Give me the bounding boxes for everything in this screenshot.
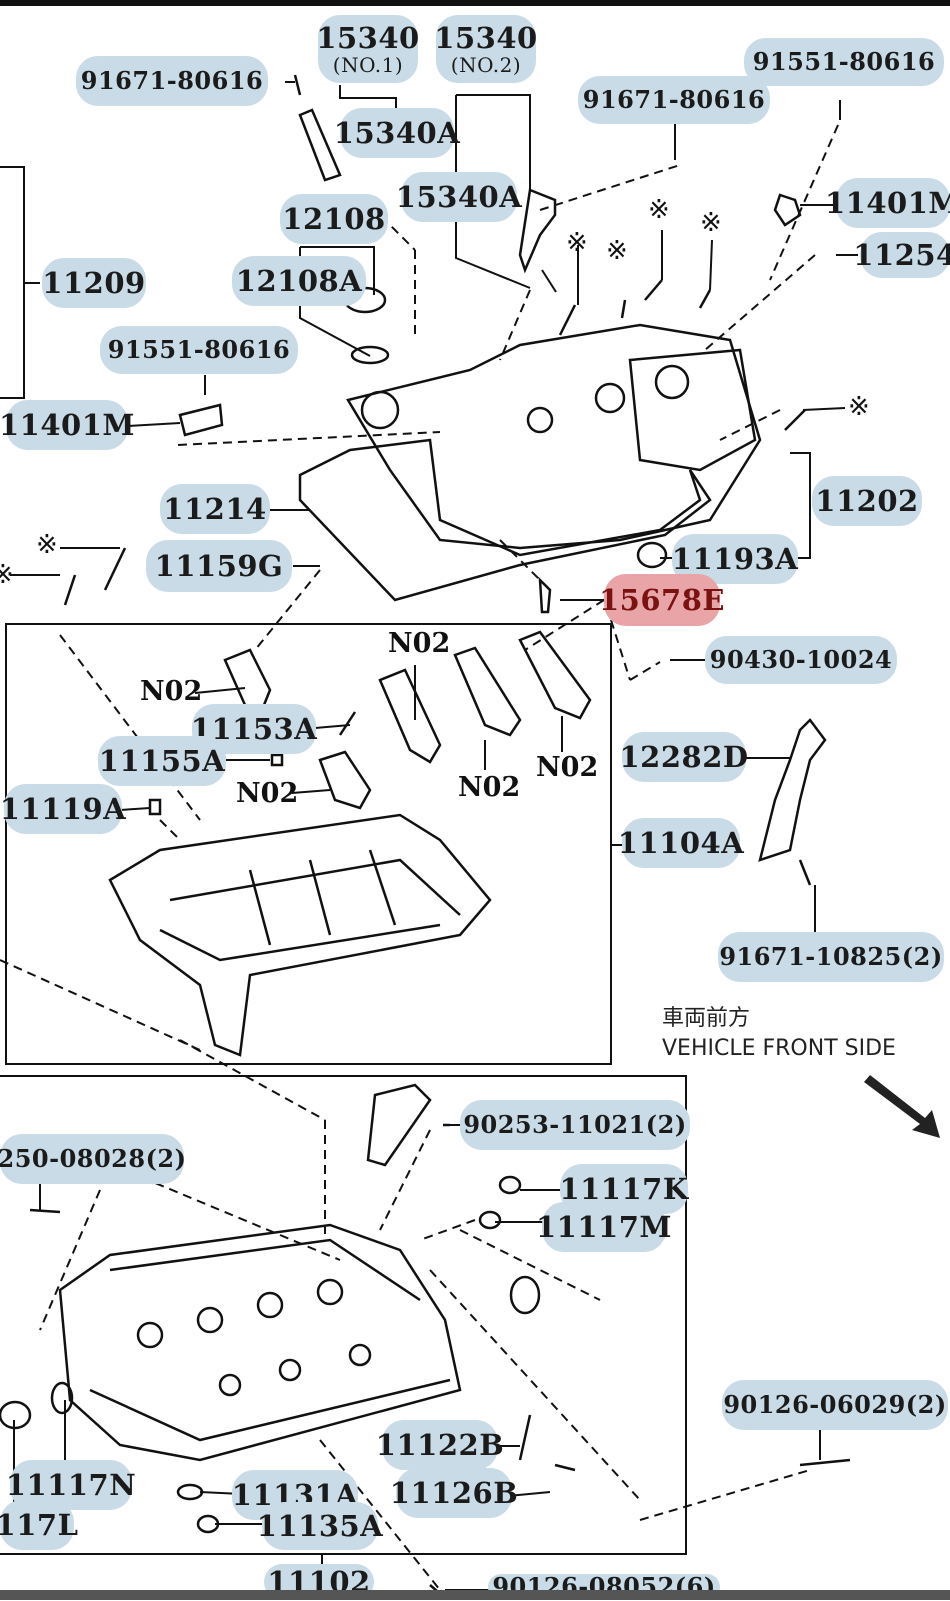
label-12108[interactable]: 12108 — [280, 194, 388, 244]
label-11119a[interactable]: 11119A — [0, 784, 126, 834]
label-90430-10024[interactable]: 90430-10024 — [705, 636, 897, 684]
cam-cap — [223, 648, 272, 712]
label-11202[interactable]: 11202 — [812, 476, 922, 526]
label-250-08028[interactable]: 250-08028(2) — [0, 1134, 186, 1184]
label-11104a[interactable]: 11104A — [618, 818, 744, 868]
top-edge — [0, 0, 950, 6]
label-text: 15340 — [434, 20, 538, 55]
label-subtext: (NO.2) — [450, 52, 522, 77]
label-11155a[interactable]: 11155A — [98, 736, 226, 786]
label-15340a-left[interactable]: 15340A — [334, 108, 460, 158]
n02-label[interactable]: N02 — [140, 676, 203, 707]
reference-mark: ※ — [566, 228, 588, 258]
label-15340a-right[interactable]: 15340A — [396, 172, 522, 222]
label-91671-10825[interactable]: 91671-10825(2) — [718, 932, 944, 982]
label-subtext: (NO.1) — [332, 52, 404, 77]
label-91551-80616-left[interactable]: 91551-80616 — [100, 326, 298, 374]
label-117l[interactable]: 117L — [0, 1500, 78, 1550]
dowel-tube — [366, 1083, 432, 1167]
label-11117m[interactable]: 11117M — [536, 1202, 672, 1252]
cam-housing-box — [5, 623, 612, 1065]
bottom-edge — [0, 1590, 950, 1600]
label-91671-80616-top-left[interactable]: 91671-80616 — [76, 56, 268, 106]
label-11159g[interactable]: 11159G — [146, 540, 292, 592]
label-90253-11021[interactable]: 90253-11021(2) — [460, 1100, 690, 1150]
vehicle-front-jp: 車両前方 — [662, 1006, 751, 1031]
label-15340-no1[interactable]: 15340 (NO.1) — [316, 15, 420, 83]
n02-label[interactable]: N02 — [458, 772, 521, 803]
label-11135a[interactable]: 11135A — [257, 1502, 383, 1550]
label-11401m-right[interactable]: 11401M — [825, 178, 950, 228]
label-11254[interactable]: 11254 — [853, 232, 950, 278]
label-15678e-highlighted[interactable]: 15678E — [599, 574, 725, 626]
label-15340-no2[interactable]: 15340 (NO.2) — [434, 15, 538, 83]
label-11209[interactable]: 11209 — [42, 258, 146, 308]
n02-label[interactable]: N02 — [536, 752, 599, 783]
label-91551-80616-top-right[interactable]: 91551-80616 — [744, 38, 944, 86]
cylinder-head-box — [0, 1075, 687, 1555]
label-91671-80616-top-mid[interactable]: 91671-80616 — [578, 76, 770, 124]
label-11214[interactable]: 11214 — [160, 484, 270, 534]
gasket — [298, 438, 712, 602]
cam-housing — [108, 813, 492, 1057]
vehicle-front-en: VEHICLE FRONT SIDE — [662, 1036, 896, 1061]
reference-mark: ※ — [700, 208, 722, 238]
label-11122b[interactable]: 11122B — [376, 1420, 504, 1470]
label-90126-06029[interactable]: 90126-06029(2) — [722, 1380, 948, 1430]
reference-mark: ※ — [36, 530, 58, 560]
reference-mark: ※ — [0, 560, 14, 590]
label-11126b[interactable]: 11126B — [390, 1468, 518, 1518]
n02-label[interactable]: N02 — [236, 778, 299, 809]
label-12282d[interactable]: 12282D — [619, 732, 748, 782]
label-12108a[interactable]: 12108A — [232, 256, 366, 306]
engine-hanger — [758, 718, 827, 862]
reference-mark: ※ — [848, 392, 870, 422]
valve-cover — [346, 323, 762, 550]
cylinder-head — [58, 1223, 462, 1462]
front-arrow — [864, 1075, 940, 1138]
reference-mark: ※ — [648, 195, 670, 225]
label-11401m-left[interactable]: 11401M — [0, 400, 135, 450]
reference-mark: ※ — [606, 236, 628, 266]
n02-label[interactable]: N02 — [388, 628, 451, 659]
label-text: 15340 — [316, 20, 420, 55]
